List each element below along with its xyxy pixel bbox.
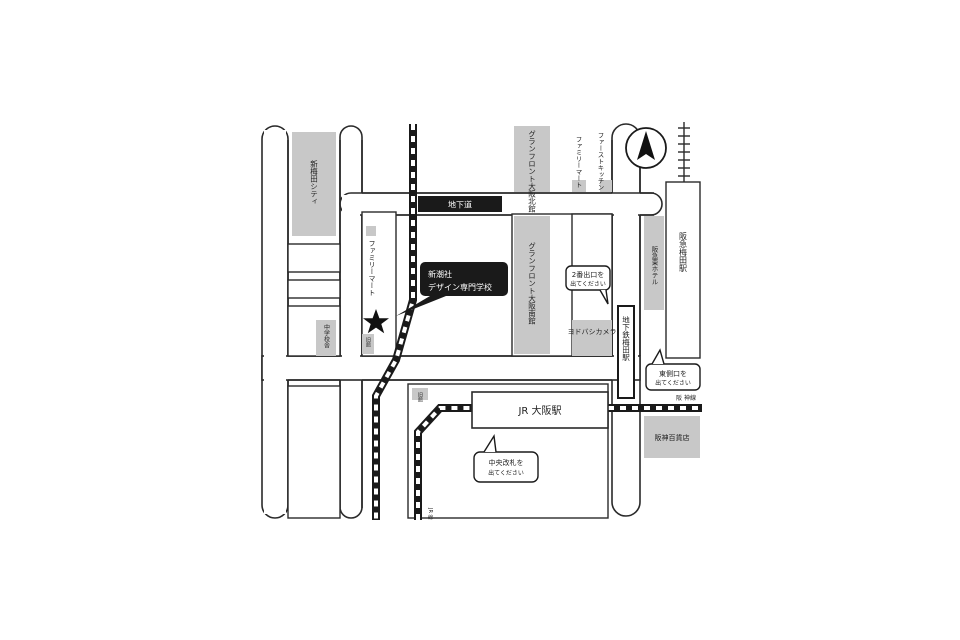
destination-callout: 新潮社 デザイン専門学校 <box>396 262 508 316</box>
building-grand-south <box>514 216 550 354</box>
building-west-city <box>292 132 336 236</box>
exit2-text: 2番出口を <box>572 270 604 279</box>
east-exit-text: 東側口を <box>659 369 687 378</box>
star-icon <box>363 309 389 334</box>
central-exit-text: 中央改札を <box>489 458 524 467</box>
hankyu-hotel-label: 阪急東ホテル <box>650 245 658 285</box>
underground-passage <box>418 196 502 212</box>
family-mart-1-label: ファミリーマート <box>368 240 376 296</box>
rail-label-right: 阪 神線 <box>676 394 696 402</box>
jr-station-label: JR 大阪駅 <box>517 404 561 417</box>
east-exit-bubble <box>645 363 701 391</box>
grand-north-label: グランフロント大阪北館 <box>527 130 536 214</box>
hankyu-station-label: 阪急梅田駅 <box>679 232 688 273</box>
building-grand-north <box>514 126 550 192</box>
building-yodobashi <box>572 320 612 356</box>
rail-label-bottom: JR 線 <box>427 507 433 520</box>
railways <box>372 122 702 520</box>
jr-station <box>471 391 609 429</box>
family-mart-2-label: ファミリーマート <box>574 136 582 189</box>
destination-line1: 新潮社 <box>428 269 452 279</box>
grand-south-label: グランフロント大阪南館 <box>527 242 536 326</box>
destination-line2: デザイン専門学校 <box>428 282 492 292</box>
building-hanshin <box>644 416 700 458</box>
small-label-b: 旧館 <box>417 391 423 403</box>
underground-label: 地下道 <box>448 200 472 210</box>
small-label-a: 旧館 <box>365 336 371 348</box>
buildings <box>292 126 700 458</box>
subway-station <box>617 305 635 399</box>
exit2-subtext: 出てください <box>570 280 606 288</box>
hanshin-label: 阪神百貨店 <box>655 433 690 442</box>
building-hankyu-hotel <box>644 216 664 310</box>
building-small-b <box>412 388 428 400</box>
subway-label: 地下鉄梅田駅 <box>621 315 630 363</box>
building-small-fk <box>600 180 612 192</box>
building-fm-small <box>366 226 376 236</box>
building-small-fm <box>572 180 586 192</box>
exit2-bubble <box>565 265 611 291</box>
central-exit-subtext: 出てください <box>488 469 524 477</box>
small-left-label: 中学校舎 <box>323 323 330 349</box>
building-small-left <box>316 320 336 356</box>
building-small-a <box>362 334 374 354</box>
central-exit-bubble <box>473 451 539 483</box>
yodobashi-label: ヨドバシカメラ <box>568 328 617 336</box>
first-kitchen-label: ファーストキッチン <box>596 132 604 191</box>
west-building-label: 新梅田シティ <box>309 159 318 205</box>
north-arrow-icon <box>625 127 667 169</box>
east-exit-subtext: 出てください <box>655 379 691 387</box>
